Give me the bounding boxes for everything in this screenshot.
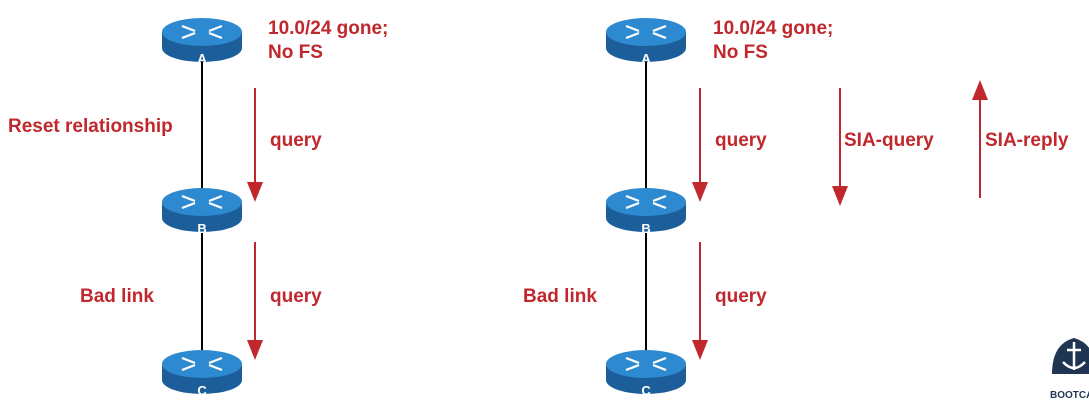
logo-text: BOOTCAMP [1050,390,1089,401]
router-a-right: A [604,16,688,66]
router-a-left: A [160,16,244,66]
query-label-bottom-right: query [715,286,767,307]
bootcamp-logo: BOOTCAMP [1050,338,1089,401]
note-line2-right: No FS [713,42,768,63]
query-label-top-left: query [270,130,322,151]
router-label: A [197,51,207,66]
router-label: B [641,221,650,236]
query-label-bottom-left: query [270,286,322,307]
reset-relationship-label: Reset relationship [8,116,173,137]
sia-reply-label: SIA-reply [985,130,1069,151]
note-line2-left: No FS [268,42,323,63]
bad-link-label-right: Bad link [523,286,597,307]
right-diagram: A B C 10.0/24 gone; No FS Bad link query… [523,16,1069,398]
bad-link-label-left: Bad link [80,286,154,307]
router-label: B [197,221,206,236]
router-c-left: C [160,348,244,398]
router-b-right: B [604,186,688,236]
router-label: C [197,383,207,398]
router-label: C [641,383,651,398]
note-line1-left: 10.0/24 gone; [268,18,388,39]
query-label-top-right: query [715,130,767,151]
router-label: A [641,51,651,66]
anchor-logo-icon [1052,338,1089,374]
sia-query-label: SIA-query [844,130,934,151]
left-diagram: A B C 10.0/24 gone; No FS Reset relation… [8,16,388,398]
note-line1-right: 10.0/24 gone; [713,18,833,39]
router-b-left: B [160,186,244,236]
router-c-right: C [604,348,688,398]
